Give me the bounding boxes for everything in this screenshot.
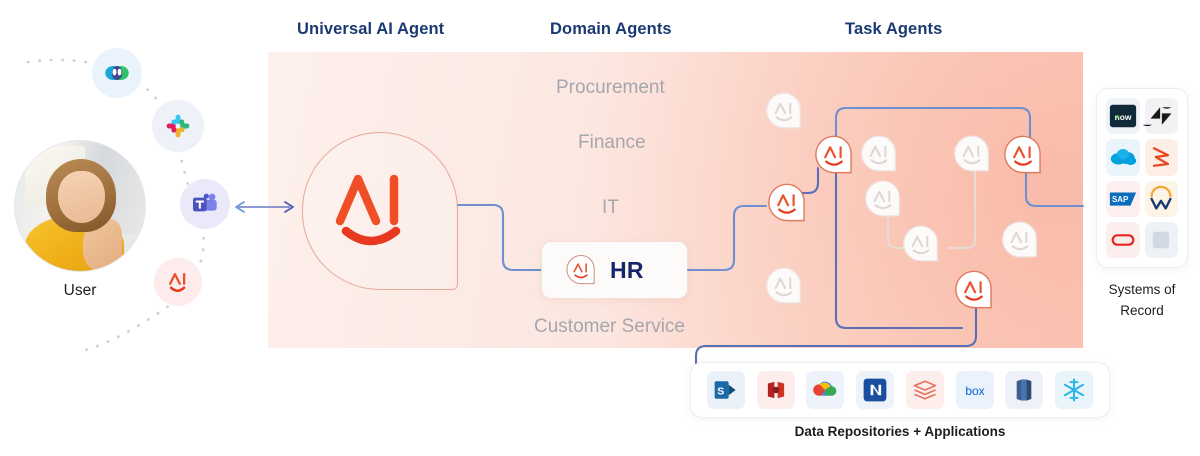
confluence-icon[interactable] xyxy=(756,371,795,409)
universal-ai-agent-logo[interactable] xyxy=(302,132,458,290)
hr-agent-bubble-icon xyxy=(566,255,595,285)
snowflake-icon[interactable] xyxy=(1055,371,1094,409)
zendesk-icon[interactable] xyxy=(1142,98,1178,135)
redshift-icon[interactable] xyxy=(1005,371,1044,409)
notion-icon[interactable] xyxy=(856,371,895,409)
data-repositories-label: Data Repositories + Applications xyxy=(794,424,1006,439)
sor-label-line1: Systems of xyxy=(1108,282,1176,297)
smartsheet-icon[interactable] xyxy=(1144,139,1178,176)
svg-text:now: now xyxy=(1114,112,1131,122)
ai-agent-icon[interactable] xyxy=(154,258,202,306)
domain-label-customer-service[interactable]: Customer Service xyxy=(534,316,685,337)
task-agent-bubble-faded xyxy=(1002,221,1037,258)
svg-text:box: box xyxy=(965,384,984,398)
header-universal-ai-agent: Universal AI Agent xyxy=(297,20,445,38)
domain-label-procurement[interactable]: Procurement xyxy=(556,77,665,98)
sap-icon[interactable]: SAP xyxy=(1106,180,1140,217)
svg-text:SAP: SAP xyxy=(1112,194,1129,203)
task-agent-bubble-active[interactable] xyxy=(812,133,856,177)
task-agent-bubble-faded xyxy=(865,180,900,217)
teams-icon[interactable] xyxy=(180,179,230,229)
google-cloud-icon[interactable] xyxy=(806,371,845,409)
task-agent-bubble-faded xyxy=(766,92,801,129)
task-agent-bubble-faded xyxy=(954,135,989,172)
header-task-agents: Task Agents xyxy=(845,20,943,38)
sharepoint-icon[interactable]: S xyxy=(706,371,745,409)
databricks-icon[interactable] xyxy=(905,371,944,409)
task-agent-bubble-active[interactable] xyxy=(952,268,996,312)
salesforce-icon[interactable] xyxy=(1106,139,1140,176)
slack-icon[interactable] xyxy=(152,100,204,152)
domain-label-finance[interactable]: Finance xyxy=(578,132,646,153)
oracle-icon[interactable] xyxy=(1106,221,1140,258)
box-icon[interactable]: box xyxy=(955,371,994,409)
workday-icon[interactable] xyxy=(1144,180,1178,217)
svg-text:S: S xyxy=(717,385,724,397)
task-agent-bubble-active[interactable] xyxy=(765,181,809,225)
ai-smile-logo xyxy=(335,174,401,246)
systems-of-record-label: Systems of Record xyxy=(1090,280,1194,322)
user-label: User xyxy=(63,282,97,299)
task-agent-bubble-faded xyxy=(903,225,938,262)
domain-label-it[interactable]: IT xyxy=(602,197,619,218)
placeholder-icon[interactable] xyxy=(1144,221,1178,258)
webex-icon[interactable] xyxy=(92,48,142,98)
hr-label: HR xyxy=(610,256,644,283)
task-agent-bubble-active[interactable] xyxy=(1001,133,1045,177)
systems-of-record-card: now SAP xyxy=(1096,88,1188,268)
task-agent-bubble-faded xyxy=(766,267,801,304)
data-repositories-card: S box xyxy=(690,362,1110,418)
header-domain-agents: Domain Agents xyxy=(550,20,672,38)
avatar xyxy=(14,140,146,272)
task-agent-bubble-faded xyxy=(861,135,896,172)
domain-card-hr[interactable]: HR xyxy=(541,241,688,299)
sor-label-line2: Record xyxy=(1120,302,1164,318)
servicenow-icon[interactable]: now xyxy=(1106,98,1140,135)
